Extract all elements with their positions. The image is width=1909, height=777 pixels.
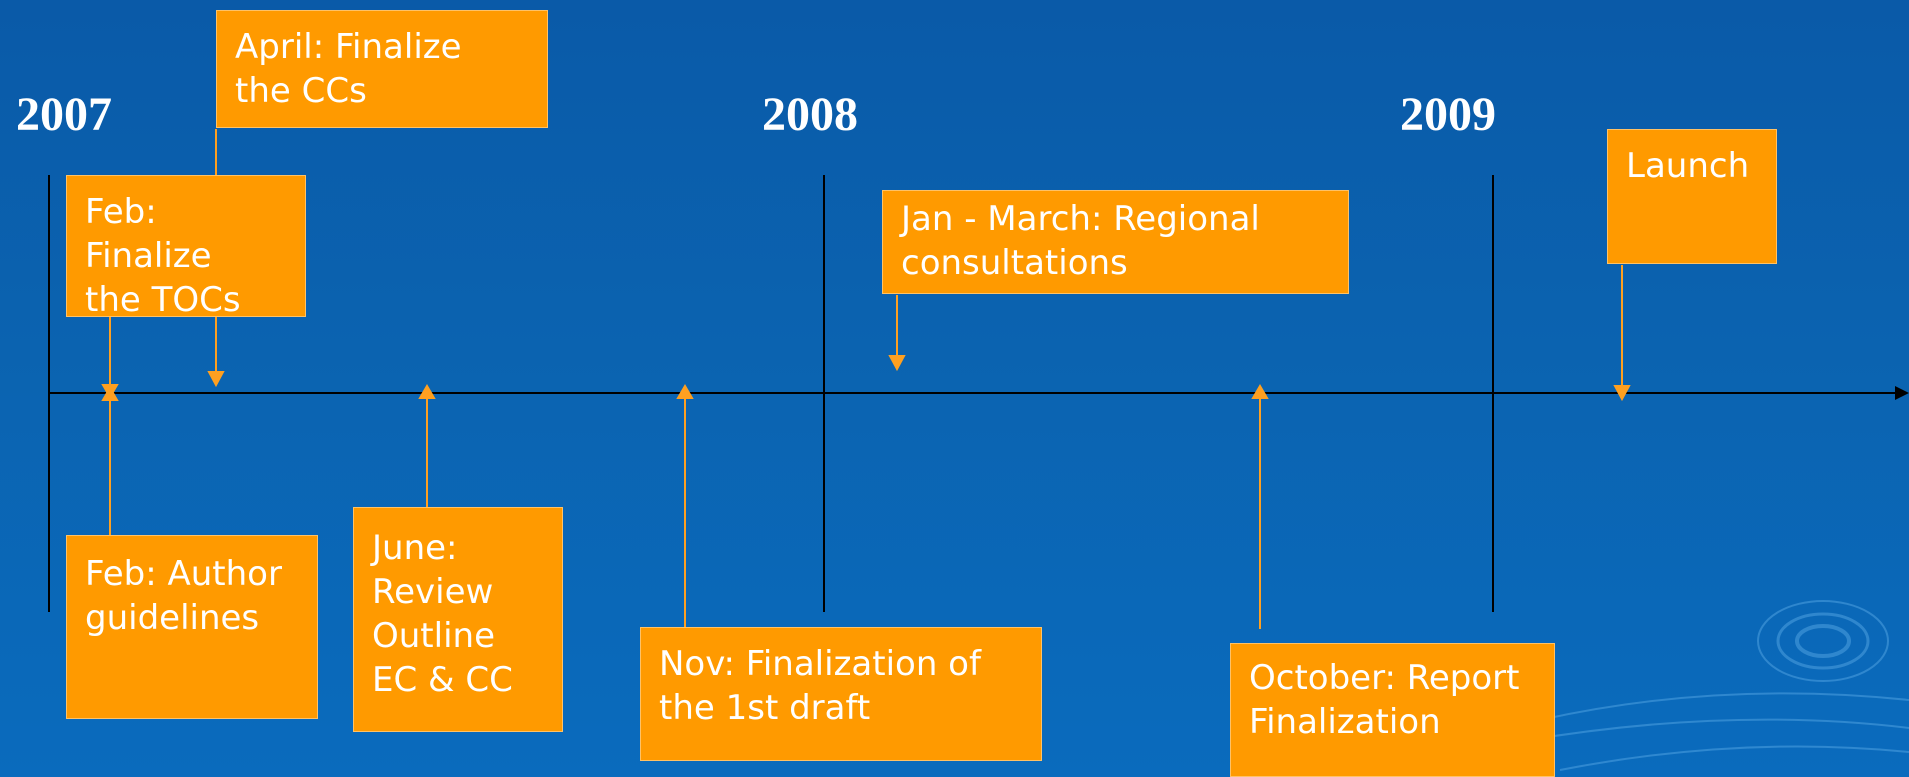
milestone-feb-author: Feb: Author guidelines: [66, 535, 318, 719]
year-label-2007: 2007: [16, 88, 112, 141]
milestone-october: October: Report Finalization: [1230, 643, 1555, 777]
arrow-nov: [676, 384, 694, 399]
arrow-jan-march: [888, 355, 906, 372]
timeline-arrowhead: [1895, 386, 1909, 400]
milestone-nov: Nov: Finalization of the 1st draft: [640, 627, 1042, 761]
milestone-feb-toc: Feb: Finalize the TOCs: [66, 175, 306, 320]
arrow-feb-author: [101, 386, 119, 401]
arrow-april: [207, 371, 225, 388]
arrow-june: [418, 384, 436, 399]
milestone-jan-march: Jan - March: Regional consultations: [882, 190, 1349, 294]
year-label-2008: 2008: [762, 88, 858, 141]
milestone-april: April: Finalize the CCs: [216, 10, 548, 128]
arrow-launch: [1613, 385, 1631, 402]
milestone-launch: Launch: [1607, 129, 1777, 264]
milestone-june: June: Review Outline EC & CC: [353, 507, 563, 732]
arrow-october: [1251, 384, 1269, 399]
ripple-decoration: [1499, 600, 1909, 771]
year-label-2009: 2009: [1400, 88, 1496, 141]
